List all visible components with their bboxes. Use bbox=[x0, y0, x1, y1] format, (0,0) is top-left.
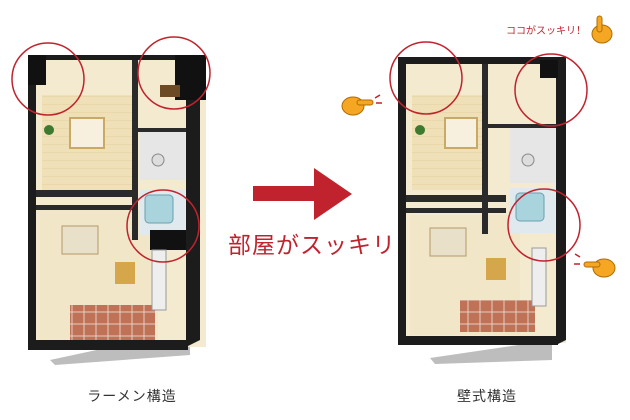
pointing-hand-icon bbox=[574, 253, 616, 278]
right-arrow bbox=[253, 168, 352, 220]
pointing-hand-icon bbox=[341, 94, 382, 116]
annotation-text: ココがスッキリ！ bbox=[506, 26, 586, 37]
caption-wall-structure: 壁式構造 bbox=[457, 389, 517, 405]
left-floorplan bbox=[11, 36, 211, 365]
pointing-hand-icon bbox=[591, 15, 613, 44]
caption-rahmen-structure: ラーメン構造 bbox=[87, 389, 177, 405]
headline-text: 部屋がスッキリ bbox=[228, 233, 396, 259]
right-floorplan bbox=[389, 41, 588, 364]
